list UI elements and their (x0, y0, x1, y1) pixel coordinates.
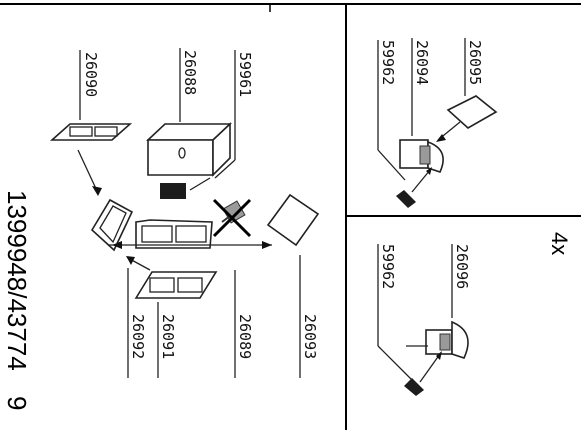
part-26088-box (145, 122, 233, 177)
part-26094-bracket (399, 139, 444, 173)
main-callouts: 26090 26088 59961 26092 26091 26089 2609… (82, 50, 319, 359)
part-26092-frame (90, 198, 134, 252)
part-26091-frame (134, 271, 218, 299)
callout-26092: 26092 (129, 314, 147, 359)
callout-26088: 26088 (181, 50, 199, 95)
callout-26089: 26089 (236, 314, 254, 359)
part-26096-bracket (425, 320, 469, 359)
panel-borders (0, 3, 581, 430)
callout-59962-top: 59962 (379, 40, 397, 85)
part-26093-plate (266, 193, 320, 247)
callout-26094: 26094 (413, 40, 431, 85)
part-26090-frame (49, 123, 133, 141)
main-exploded-view (49, 48, 320, 378)
part-59961-block (160, 183, 186, 199)
top-right-callouts: 59962 26094 26095 (379, 40, 484, 85)
part-26089-frame (135, 219, 213, 249)
callout-59961: 59961 (236, 52, 254, 97)
callout-26091: 26091 (159, 314, 177, 359)
callout-26096: 26096 (453, 244, 471, 289)
callout-26095: 26095 (466, 40, 484, 85)
top-right-detail (377, 38, 498, 208)
callout-26093: 26093 (301, 314, 319, 359)
page-number: 9 (2, 396, 32, 410)
no-screwdriver-icon (212, 198, 252, 238)
document-reference: 1399948/43774 (2, 190, 32, 371)
part-59962-piece (396, 190, 416, 208)
callout-59962-bottom: 59962 (379, 244, 397, 289)
part-26095-plate (446, 95, 498, 129)
part-59962-piece-lower (404, 378, 424, 396)
bottom-right-detail (377, 244, 469, 396)
callout-26090: 26090 (82, 52, 100, 97)
quantity-label: 4x (547, 232, 572, 255)
bottom-right-callouts: 59962 26096 (379, 244, 471, 289)
